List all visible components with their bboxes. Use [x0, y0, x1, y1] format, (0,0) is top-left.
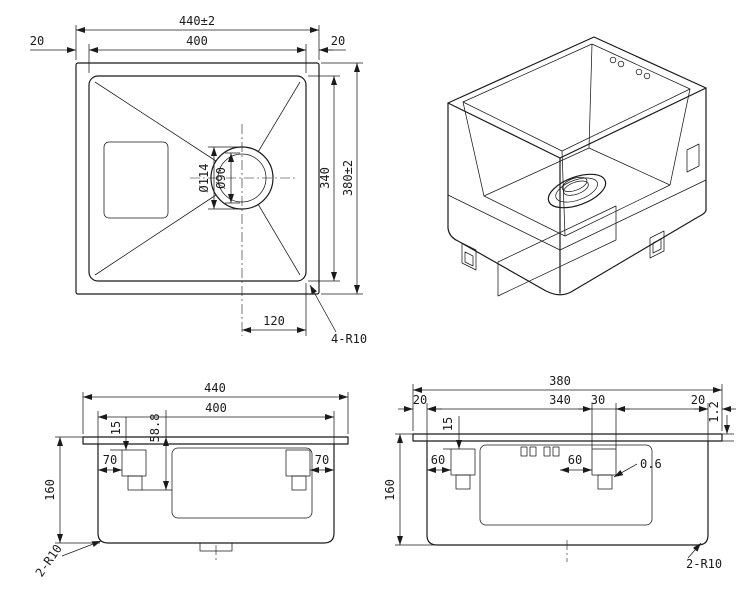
- dim-plan-drain-inner-dia: Ø90: [214, 167, 228, 189]
- side-body: [426, 440, 709, 546]
- side-extension-lines: [395, 384, 734, 546]
- dim-front-rim-to-clip-bottom: 58.8: [148, 414, 162, 443]
- front-body: [97, 443, 335, 544]
- dim-plan-margin-left: 20: [30, 34, 44, 48]
- iso-base-seams: [447, 179, 707, 251]
- dim-side-rim-to-clip-top: 15: [441, 417, 455, 431]
- side-section-view: 380 20 15 340 30 20 1.2 60 60 0.6 160: [383, 374, 736, 571]
- iso-bowl-creases: [462, 43, 691, 237]
- dim-plan-drain-outer-dia: Ø114: [197, 164, 211, 193]
- dim-side-height: 160: [383, 479, 397, 501]
- front-dimensions: 440 400 15 58.8 70 70 160 2-R10: [33, 381, 348, 580]
- side-clips: [450, 448, 617, 490]
- front-clips: [121, 449, 311, 491]
- plan-bowl-edge: [88, 75, 307, 282]
- side-dimensions: 380 20 15 340 30 20 1.2 60 60 0.6 160: [383, 374, 736, 571]
- dim-side-overall-width: 380: [549, 374, 571, 388]
- iso-front-panel: [497, 205, 617, 297]
- iso-inner-rim: [462, 43, 691, 152]
- side-rim: [412, 433, 723, 442]
- iso-clips: [461, 143, 700, 271]
- dim-plan-corner-radius: 4-R10: [331, 332, 367, 346]
- plan-outer-rim: [75, 62, 320, 295]
- dim-front-height: 160: [43, 479, 57, 501]
- iso-drain: [547, 173, 607, 209]
- dim-front-overall-width: 440: [204, 381, 226, 395]
- dim-side-inner-width: 340: [549, 393, 571, 407]
- dim-front-clip-offset-right: 70: [315, 453, 329, 467]
- plan-dimensions: 440±2 20 400 20 340 380±2 Ø114 Ø90 120 4…: [30, 14, 367, 346]
- front-inner-panel: [171, 447, 313, 519]
- dim-side-margin-right: 20: [691, 393, 705, 407]
- isometric-view: [447, 36, 707, 297]
- plan-side-panel: [103, 141, 169, 219]
- dim-plan-overall-width: 440±2: [179, 14, 215, 28]
- dim-front-clip-offset-left: 70: [103, 453, 117, 467]
- dim-front-bottom-corner-radius: 2-R10: [33, 542, 65, 580]
- dim-side-margin-left: 20: [413, 393, 427, 407]
- dim-side-clip-offset-left: 60: [431, 453, 445, 467]
- plan-bowl-creases: [94, 81, 301, 276]
- iso-body-edges: [447, 87, 707, 296]
- dim-plan-drain-offset: 120: [263, 314, 285, 328]
- dim-side-rim-thickness: 1.2: [707, 401, 721, 423]
- dim-side-panel-thickness: 0.6: [640, 457, 662, 471]
- iso-faucet-hole-marks: [609, 56, 651, 80]
- front-section-view: 440 400 15 58.8 70 70 160 2-R10: [33, 381, 349, 580]
- side-faucet-hole-marks: [520, 446, 560, 457]
- plan-centerlines: [190, 124, 296, 336]
- dim-plan-overall-depth: 380±2: [341, 160, 355, 196]
- dim-side-clip-offset-right: 60: [568, 453, 582, 467]
- dim-side-bottom-corner-radius: 2-R10: [686, 557, 722, 571]
- front-extension-lines: [55, 392, 349, 544]
- dim-side-clip-width: 30: [591, 393, 605, 407]
- dim-plan-margin-right: 20: [331, 34, 345, 48]
- front-rim: [82, 436, 349, 445]
- iso-outer-rim: [447, 36, 707, 159]
- dim-plan-inner-width: 400: [186, 34, 208, 48]
- side-inner-panel: [479, 444, 653, 526]
- dim-front-rim-to-clip-top: 15: [109, 421, 123, 435]
- plan-view: 440±2 20 400 20 340 380±2 Ø114 Ø90 120 4…: [30, 14, 367, 346]
- dim-plan-inner-depth: 340: [318, 167, 332, 189]
- dim-front-inner-width: 400: [205, 401, 227, 415]
